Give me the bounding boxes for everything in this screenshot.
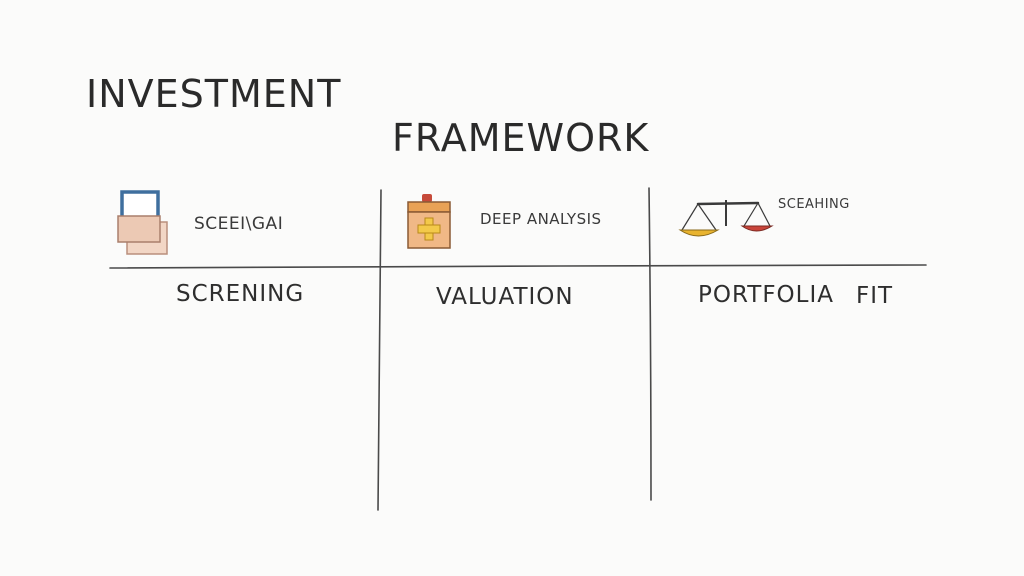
column-divider-2	[648, 187, 652, 501]
stacked-cards-icon	[117, 190, 168, 255]
column-divider-1	[377, 189, 382, 511]
column-label-fit: FIT	[856, 283, 894, 309]
column-label-screening: SCRENING	[176, 281, 305, 307]
scale-note: SCEAHING	[778, 197, 850, 212]
deep-analysis-note: DEEP ANALYSIS	[480, 210, 602, 228]
column-label-valuation: VALUATION	[436, 284, 574, 310]
header-rule	[109, 264, 927, 269]
title-line-2: FRAMEWORK	[392, 116, 650, 160]
column-label-portfolio: PORTFOLIA	[698, 282, 834, 308]
screening-note: SCEEI\GAI	[194, 214, 284, 234]
balance-scale-icon	[678, 200, 774, 237]
title-line-1: INVESTMENT	[86, 72, 342, 116]
medical-box-icon	[407, 194, 451, 249]
